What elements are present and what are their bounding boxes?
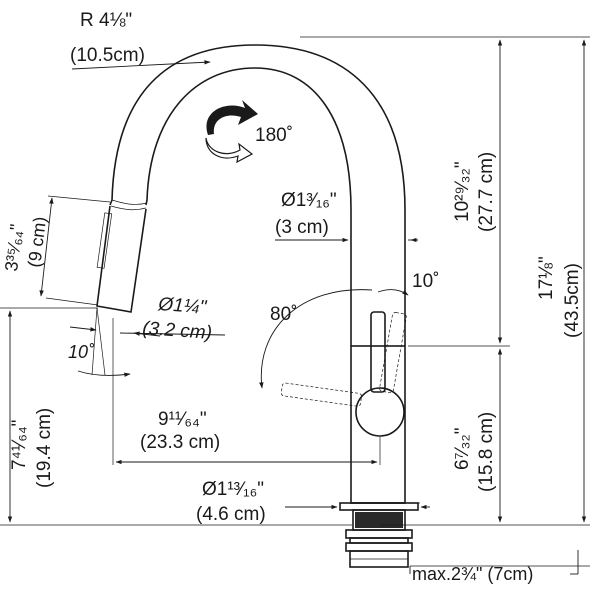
body-height-label: 6⁷⁄₃₂" <box>452 428 473 470</box>
extension-lines <box>0 36 590 567</box>
spray-diameter-cm-label: (3.2 cm) <box>142 318 213 344</box>
rotation-arrow-icon <box>205 100 258 164</box>
spray-diameter-label: Ø1¼" <box>157 294 209 318</box>
body-height-cm-label: (15.8 cm) <box>476 412 497 492</box>
total-height-label: 17⅛" <box>536 256 557 300</box>
left-angle-label: 10˚ <box>68 342 95 362</box>
spout-height-cm-label: (19.4 cm) <box>34 408 55 488</box>
spray-length-label: 3³⁵⁄₆₄" <box>1 223 27 273</box>
right-angle-label: 10˚ <box>412 271 439 292</box>
dimension-labels: R 4⅛" (10.5cm) 180˚ Ø1³⁄₁₆" (3 cm) 10˚ 8… <box>1 10 583 584</box>
base-diameter-cm-label: (4.6 cm) <box>196 504 266 525</box>
spout-height-label: 7⁴¹⁄₆₄" <box>9 420 30 470</box>
reach-cm-label: (23.3 cm) <box>140 432 220 453</box>
radius-label: R 4⅛" <box>80 10 132 31</box>
lever-angle-label: 80˚ <box>270 304 297 325</box>
base-diameter-label: Ø1¹³⁄₁₆" <box>202 479 264 500</box>
deck-thickness-label: max.2¾" (7cm) <box>412 564 533 584</box>
spout-diameter-cm-label: (3 cm) <box>275 217 329 238</box>
total-height-cm-label: (43.5cm) <box>562 263 583 338</box>
upper-height-label: 10²⁹⁄₃₂" <box>452 161 473 222</box>
dimension-lines <box>7 39 587 575</box>
spout-diameter-label: Ø1³⁄₁₆" <box>281 190 337 211</box>
faucet-outline <box>96 44 419 568</box>
radius-cm-label: (10.5cm) <box>70 45 145 66</box>
spray-length-cm-label: (9 cm) <box>24 215 50 268</box>
rotation-label: 180˚ <box>255 125 293 146</box>
upper-height-cm-label: (27.7 cm) <box>476 152 497 232</box>
reach-label: 9¹¹⁄₆₄" <box>158 409 207 430</box>
